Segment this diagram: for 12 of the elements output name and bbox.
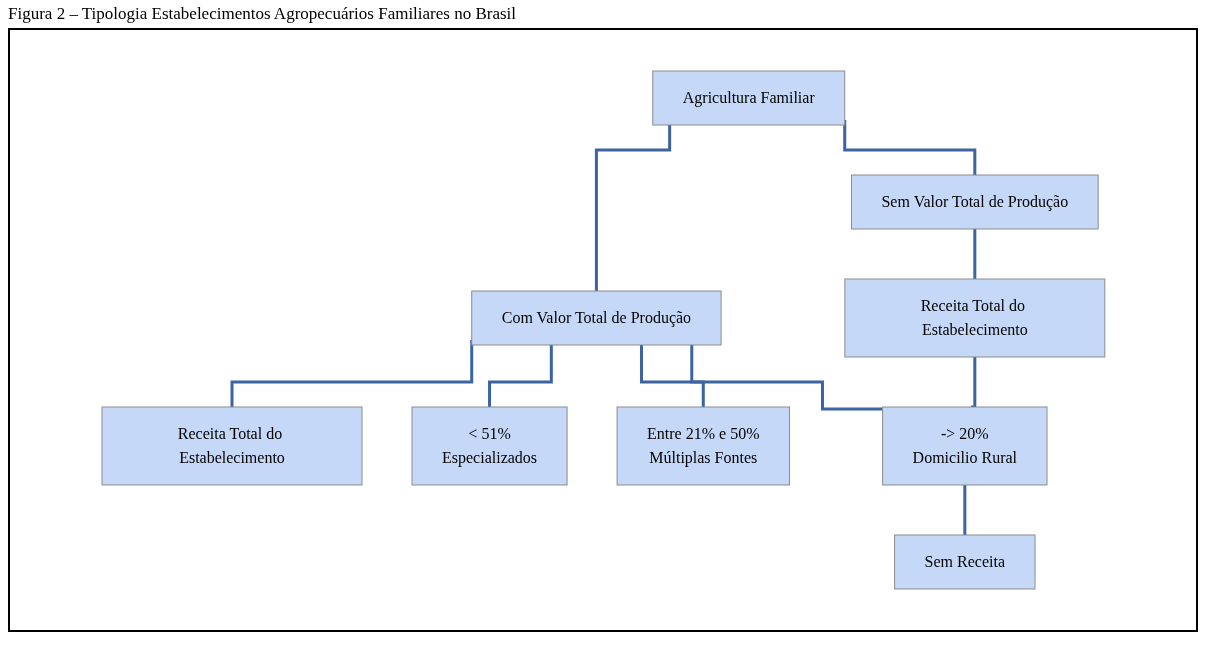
node-box: Sem Valor Total de Produção [850, 174, 1099, 230]
node-box: Sem Receita [893, 534, 1036, 590]
node-box: Receita Total do Estabelecimento [101, 406, 363, 486]
node-box: -> 20% Domicilio Rural [881, 406, 1048, 486]
node-box: Entre 21% e 50% Múltiplas Fontes [616, 406, 790, 486]
connector [842, 120, 976, 177]
node-box: < 51% Especializados [411, 406, 568, 486]
node-box: Agricultura Familiar [651, 70, 845, 126]
figure-title: Figura 2 – Tipologia Estabelecimentos Agropecuários Familiares no Brasil [8, 4, 518, 24]
node-box: Com Valor Total de Produção [470, 290, 722, 346]
connector [689, 345, 883, 411]
node-box: Receita Total do Estabelecimento [843, 278, 1105, 358]
